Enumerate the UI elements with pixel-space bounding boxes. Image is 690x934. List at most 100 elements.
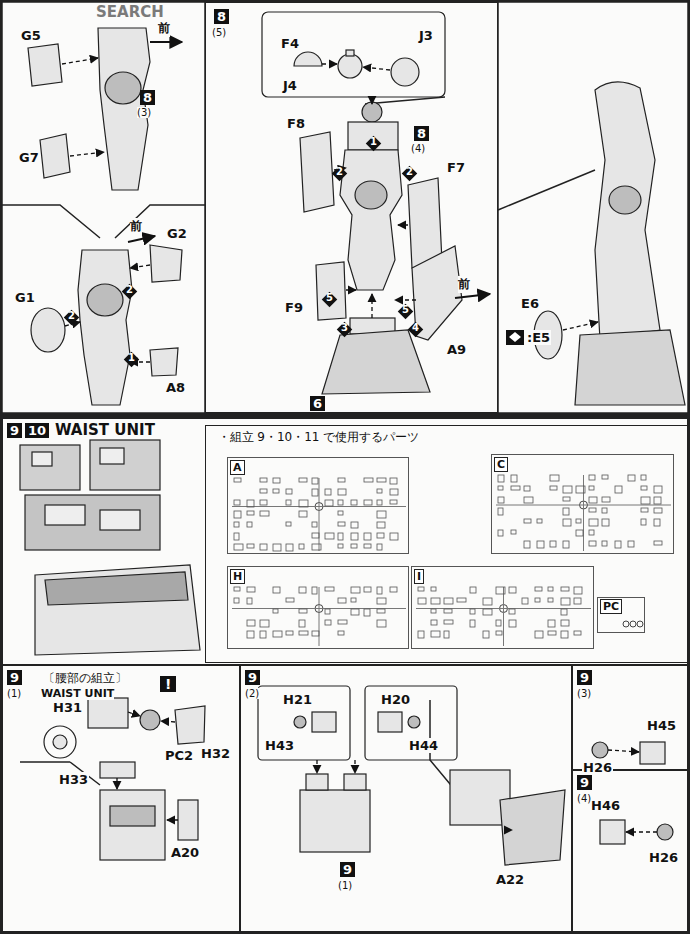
runner-grid xyxy=(483,598,492,605)
step-number-box: 8 xyxy=(414,126,429,141)
runner-grid xyxy=(338,522,345,526)
part-number: G5 xyxy=(20,28,42,43)
section-panel: 910WAIST UNIT・組立 9・10・11 で使用するパーツACHIPC xyxy=(2,418,688,665)
runner-grid xyxy=(325,500,333,506)
runner-grid xyxy=(574,631,581,635)
runner-grid xyxy=(351,609,359,615)
part-number: H45 xyxy=(646,718,677,733)
runner-grid xyxy=(286,544,293,551)
leg-part xyxy=(150,245,182,282)
runner-grid xyxy=(431,631,440,637)
front-direction-label: 前 xyxy=(458,276,470,293)
waist-illustration xyxy=(100,510,140,530)
assembly-arrow xyxy=(398,224,408,225)
runner-grid xyxy=(377,511,386,518)
step-order-marker: 2 xyxy=(64,310,79,325)
runner-grid xyxy=(325,587,334,591)
runner-grid xyxy=(338,478,345,482)
waist-part xyxy=(53,735,67,749)
leg-part xyxy=(150,348,178,376)
runner-grid xyxy=(654,486,662,493)
leg-part xyxy=(28,44,62,86)
runner-grid xyxy=(418,631,424,638)
waist-part xyxy=(592,742,608,758)
waist-part xyxy=(365,686,457,760)
waist-illustration xyxy=(45,505,85,525)
assembly-arrow xyxy=(316,760,317,773)
runner-grid xyxy=(509,609,515,614)
waist-part xyxy=(140,710,160,730)
runner-grid xyxy=(351,598,356,602)
assembly-arrow xyxy=(70,152,104,156)
step-order-marker: 2 xyxy=(122,284,137,299)
runner-grid xyxy=(351,500,357,505)
runner-grid xyxy=(444,631,449,638)
leg-part xyxy=(87,284,123,316)
runner-grid xyxy=(641,486,647,490)
runner-grid xyxy=(273,544,281,551)
runner-grid xyxy=(589,508,596,512)
leg-part xyxy=(340,150,402,290)
runner-grid xyxy=(561,631,568,638)
runner-grid xyxy=(234,522,239,527)
step-order-marker: 5 xyxy=(322,292,337,307)
runner-grid xyxy=(299,478,307,482)
waist-illustration xyxy=(100,448,124,464)
part-number: H44 xyxy=(408,738,439,753)
runner-grid xyxy=(390,587,397,592)
runner-grid xyxy=(377,533,384,538)
leg-part xyxy=(348,122,398,150)
swap-icon xyxy=(509,332,521,342)
part-number: H21 xyxy=(282,692,313,707)
front-direction-label: 前 xyxy=(130,218,142,235)
runner-grid xyxy=(234,478,241,482)
assembly-arrow xyxy=(346,289,356,290)
runner-grid xyxy=(418,598,426,604)
step-order-marker: 3 xyxy=(337,322,352,337)
runner-grid xyxy=(377,478,386,482)
leg-part xyxy=(28,12,685,405)
runner-grid xyxy=(338,598,346,603)
step-number-box: 9 xyxy=(7,670,22,685)
runner-grid xyxy=(561,620,569,626)
runner-grid xyxy=(319,587,320,646)
runner-grid xyxy=(247,598,252,604)
front-arrow xyxy=(150,41,182,43)
runner-grid xyxy=(641,519,646,525)
runner-grid xyxy=(548,587,553,591)
runner-grid xyxy=(260,544,267,550)
runner-grid xyxy=(299,500,308,507)
step-number-box: 10 xyxy=(25,423,49,438)
swap-icon xyxy=(506,330,524,345)
runner-grid xyxy=(503,587,504,646)
assembly-arrow xyxy=(563,322,598,330)
runner-grid xyxy=(524,497,533,503)
frame-lines xyxy=(498,2,688,413)
step-order-marker: 1 xyxy=(366,136,381,151)
runner-grid xyxy=(312,489,318,496)
runner-grid xyxy=(535,587,542,591)
runner-grid xyxy=(589,541,596,546)
runner-box: A xyxy=(227,457,409,554)
step-number-box: 9 xyxy=(340,862,355,877)
assembly-arrow xyxy=(371,294,372,318)
runner-grid xyxy=(431,620,437,625)
waist-part xyxy=(312,712,336,732)
runner-grid xyxy=(537,519,542,523)
runner-grid xyxy=(247,631,254,638)
runner-grid xyxy=(299,609,307,613)
substep-number: (1) xyxy=(7,688,21,699)
runner-grid xyxy=(496,631,502,635)
runner-grid xyxy=(641,475,646,480)
waist-part xyxy=(88,698,128,728)
frame-lines xyxy=(2,2,205,413)
assembly-arrow xyxy=(626,831,657,832)
runner-grid xyxy=(338,620,347,624)
runner-grid xyxy=(234,511,241,518)
runner-grid xyxy=(602,497,610,502)
waist-part xyxy=(100,790,165,860)
waist-part xyxy=(294,716,306,728)
runner-grid xyxy=(602,519,609,526)
runner-grid xyxy=(483,631,489,638)
runner-grid xyxy=(390,489,398,495)
